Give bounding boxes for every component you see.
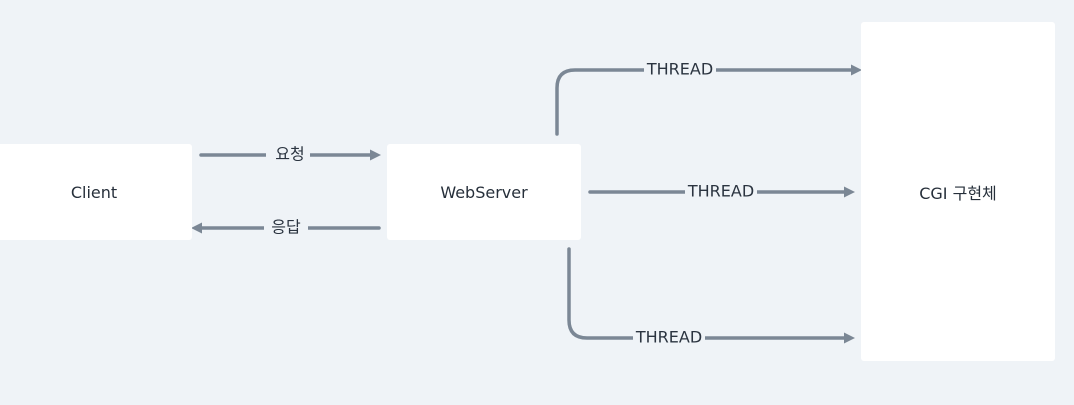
arrowhead-icon [370,149,381,161]
client-node[interactable]: Client [0,144,192,240]
edge-label-thread-bottom: THREAD [635,328,702,347]
edge-label-thread-top: THREAD [646,60,713,79]
edge-label-response: 응답 [271,218,301,237]
edge-label-request: 요청 [275,145,304,164]
edge-request: 요청 [199,143,381,167]
arrowhead-icon [191,222,202,234]
webserver-node[interactable]: WebServer [387,144,581,240]
cgi-label: CGI 구현체 [919,183,997,203]
arrowhead-icon [851,64,862,76]
edge-thread-top: THREAD [555,58,862,136]
arrowhead-icon [844,332,855,344]
edge-thread-middle: THREAD [588,180,855,204]
webserver-label: WebServer [440,182,528,202]
edge-response: 응답 [191,216,381,240]
edge-thread-bottom: THREAD [567,247,855,350]
edge-label-thread-middle: THREAD [687,182,754,201]
cgi-node[interactable]: CGI 구현체 [861,22,1055,361]
client-label: Client [70,182,118,202]
arrowhead-icon [844,186,855,198]
